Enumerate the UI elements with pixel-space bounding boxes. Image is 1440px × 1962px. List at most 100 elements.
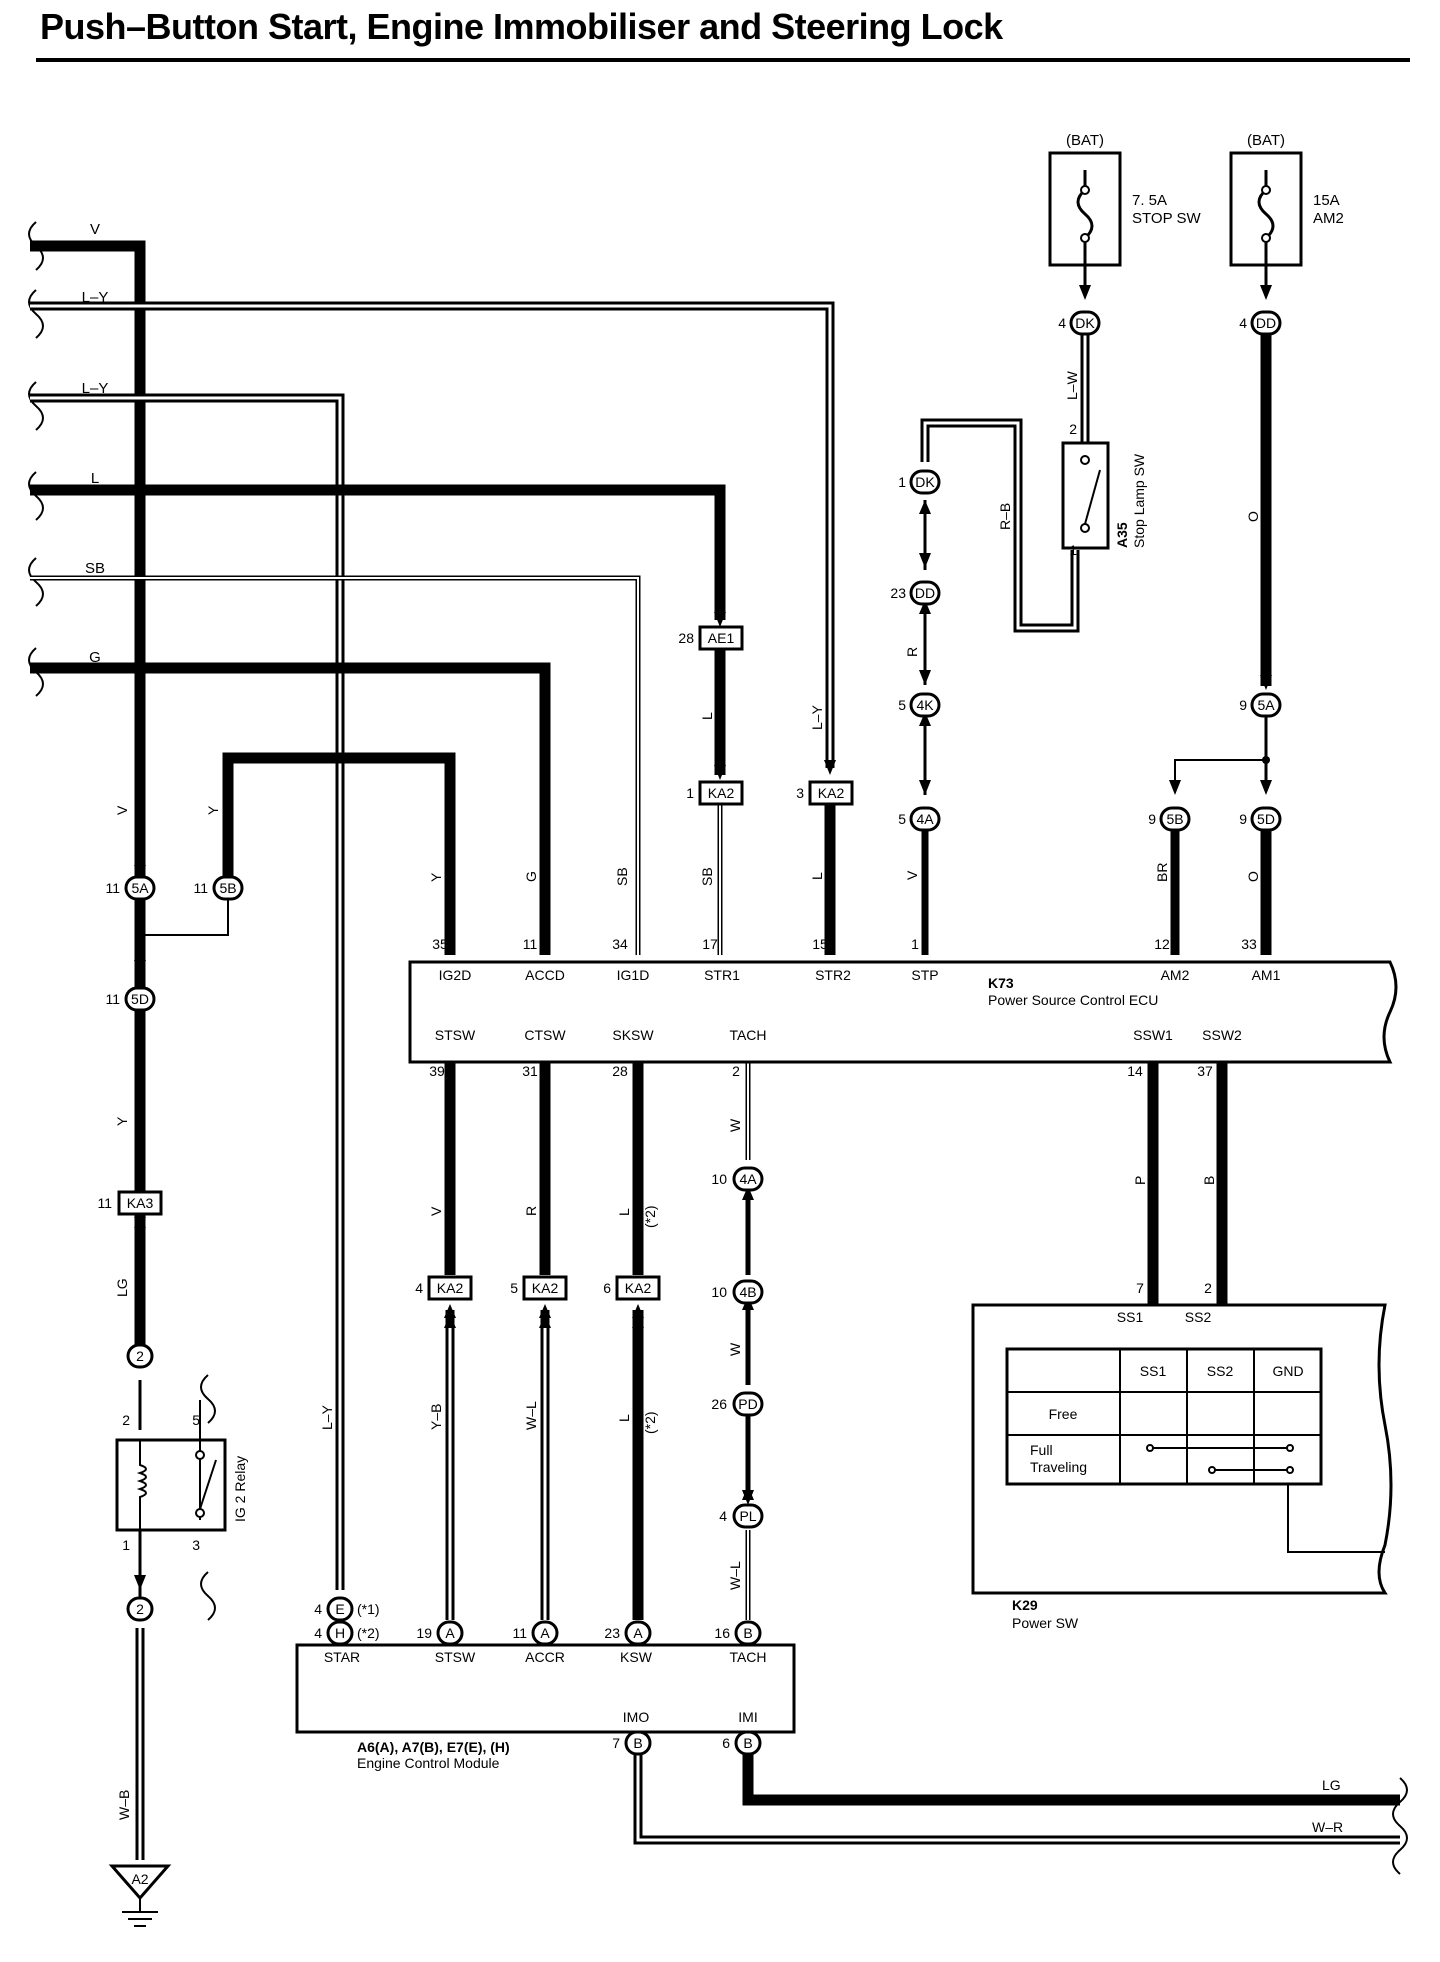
svg-text:Power SW: Power SW	[1012, 1615, 1079, 1631]
svg-text:37: 37	[1197, 1063, 1213, 1079]
svg-text:10: 10	[711, 1284, 727, 1300]
power-sw-k29: 7 2 SS1 SS2 SS1 SS2 GND Free Full Travel…	[971, 1280, 1393, 1631]
svg-text:AE1: AE1	[708, 630, 735, 646]
svg-text:KSW: KSW	[620, 1649, 653, 1665]
svg-text:L–W: L–W	[1064, 370, 1080, 400]
svg-text:6: 6	[603, 1280, 611, 1296]
svg-text:Stop Lamp SW: Stop Lamp SW	[1131, 453, 1147, 548]
page-title: Push–Button Start, Engine Immobiliser an…	[40, 6, 1003, 47]
svg-text:Full: Full	[1030, 1442, 1053, 1458]
wire-y-ig2d	[222, 752, 456, 955]
svg-text:26: 26	[711, 1396, 727, 1412]
svg-text:PD: PD	[738, 1396, 757, 1412]
svg-text:Y: Y	[428, 872, 444, 882]
ecu-k73: 35 11 34 17 15 1 12 33 IG2D ACCD IG1D ST…	[408, 936, 1398, 1079]
svg-text:B: B	[743, 1625, 752, 1641]
svg-text:4A: 4A	[739, 1171, 757, 1187]
wire-lg2	[742, 1754, 1400, 1806]
svg-text:1: 1	[686, 785, 694, 801]
svg-text:9: 9	[1148, 811, 1156, 827]
label-v: V	[90, 221, 100, 238]
svg-text:Y: Y	[205, 805, 221, 815]
svg-text:15A: 15A	[1313, 192, 1340, 209]
svg-text:5D: 5D	[1257, 811, 1275, 827]
svg-text:28: 28	[678, 630, 694, 646]
svg-text:Traveling: Traveling	[1030, 1459, 1087, 1475]
svg-text:R: R	[523, 1206, 539, 1216]
wire-l	[30, 484, 726, 620]
svg-text:4: 4	[719, 1508, 727, 1524]
wire-color-labels-horizontal: LG W–R	[1312, 1777, 1343, 1835]
svg-text:7: 7	[1136, 1280, 1144, 1296]
svg-text:SSW2: SSW2	[1202, 1027, 1242, 1043]
svg-text:11: 11	[523, 936, 538, 952]
svg-text:11: 11	[105, 991, 120, 1007]
svg-text:SKSW: SKSW	[612, 1027, 654, 1043]
svg-text:2: 2	[732, 1063, 740, 1079]
svg-text:17: 17	[702, 936, 718, 952]
svg-text:2: 2	[136, 1348, 144, 1364]
svg-text:IG 2 Relay: IG 2 Relay	[232, 1456, 248, 1522]
svg-text:5: 5	[192, 1412, 200, 1428]
wire-g	[30, 662, 551, 955]
svg-text:AM1: AM1	[1252, 967, 1281, 983]
svg-text:33: 33	[1241, 936, 1257, 952]
label-l: L	[91, 470, 99, 487]
wire-wr	[633, 1754, 1400, 1845]
svg-text:6: 6	[722, 1735, 730, 1751]
svg-text:SS1: SS1	[1140, 1363, 1167, 1379]
svg-text:12: 12	[1154, 936, 1170, 952]
svg-text:BR: BR	[1154, 863, 1170, 882]
svg-text:4K: 4K	[916, 697, 934, 713]
svg-text:W–B: W–B	[116, 1790, 132, 1820]
svg-text:4: 4	[314, 1625, 322, 1641]
svg-text:11: 11	[97, 1195, 112, 1211]
svg-text:Y: Y	[114, 1116, 130, 1126]
svg-text:A: A	[633, 1625, 643, 1641]
svg-text:SB: SB	[699, 867, 715, 886]
svg-text:4A: 4A	[916, 811, 934, 827]
svg-text:7: 7	[612, 1735, 620, 1751]
wires	[28, 221, 1408, 1875]
svg-text:KA3: KA3	[127, 1195, 154, 1211]
label-ly2: L–Y	[82, 380, 109, 397]
svg-text:LG: LG	[114, 1278, 130, 1297]
svg-text:4: 4	[1058, 315, 1066, 331]
svg-text:9: 9	[1239, 697, 1247, 713]
svg-text:IG2D: IG2D	[439, 967, 472, 983]
svg-text:23: 23	[604, 1625, 620, 1641]
svg-text:A: A	[540, 1625, 550, 1641]
svg-text:39: 39	[429, 1063, 445, 1079]
svg-text:SS2: SS2	[1207, 1363, 1234, 1379]
svg-text:GND: GND	[1272, 1363, 1303, 1379]
svg-text:B: B	[743, 1735, 752, 1751]
svg-text:TACH: TACH	[729, 1649, 766, 1665]
svg-text:STP: STP	[911, 967, 938, 983]
svg-text:5D: 5D	[131, 991, 149, 1007]
svg-text:L–Y: L–Y	[809, 704, 825, 730]
svg-text:5: 5	[898, 697, 906, 713]
svg-text:28: 28	[612, 1063, 628, 1079]
svg-text:STSW: STSW	[435, 1649, 476, 1665]
svg-text:CTSW: CTSW	[524, 1027, 566, 1043]
svg-text:DD: DD	[1256, 315, 1276, 331]
fuse-stop-sw: (BAT) 7. 5A STOP SW	[1048, 132, 1201, 267]
svg-text:Y–B: Y–B	[428, 1404, 444, 1430]
svg-text:Power Source Control ECU: Power Source Control ECU	[988, 992, 1158, 1008]
svg-text:IMI: IMI	[738, 1709, 757, 1725]
svg-text:KA2: KA2	[708, 785, 735, 801]
svg-text:14: 14	[1127, 1063, 1143, 1079]
svg-text:KA2: KA2	[532, 1280, 559, 1296]
svg-text:DK: DK	[915, 474, 935, 490]
svg-text:35: 35	[432, 936, 448, 952]
svg-text:4: 4	[314, 1601, 322, 1617]
ground-a2: A2	[108, 1864, 172, 1927]
svg-text:R: R	[904, 647, 920, 657]
label-g: G	[89, 649, 101, 666]
svg-text:KA2: KA2	[818, 785, 845, 801]
svg-text:(BAT): (BAT)	[1066, 132, 1104, 149]
svg-text:5: 5	[510, 1280, 518, 1296]
svg-text:34: 34	[612, 936, 628, 952]
svg-text:5B: 5B	[1166, 811, 1183, 827]
svg-text:L: L	[616, 1208, 632, 1216]
